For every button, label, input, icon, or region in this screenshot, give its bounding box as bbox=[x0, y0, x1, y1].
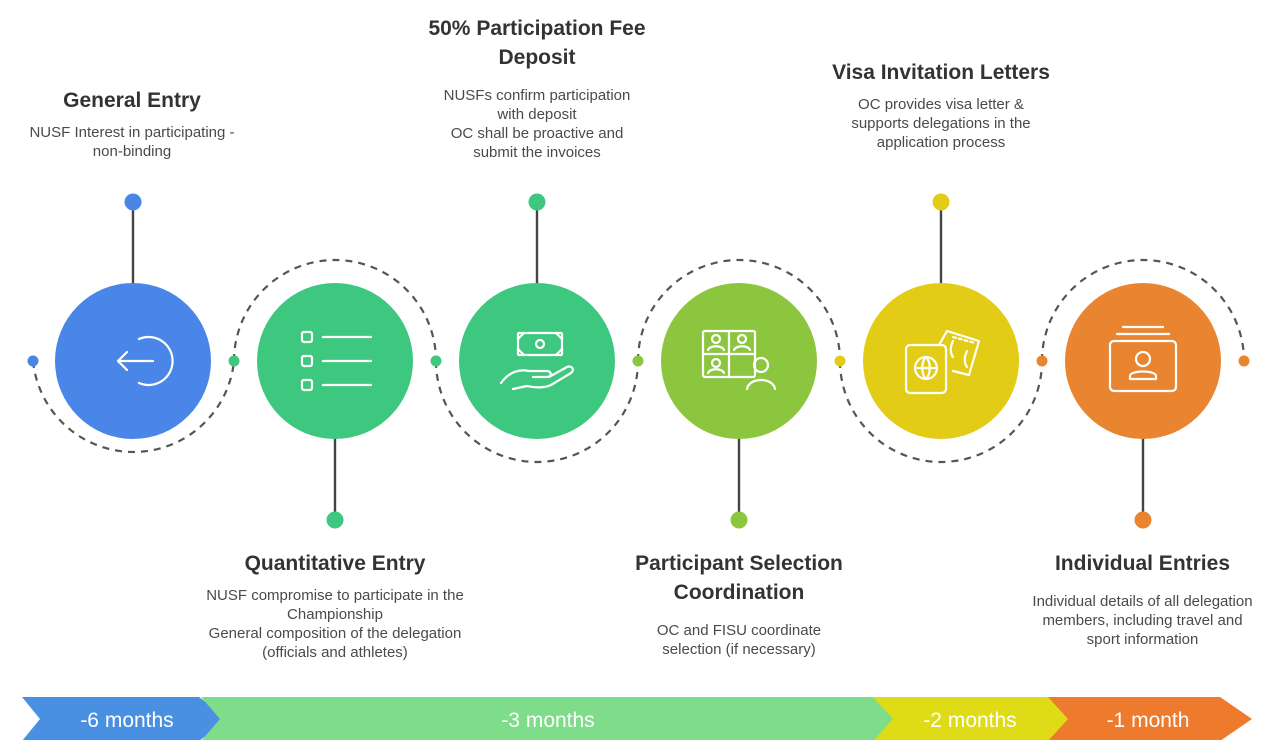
step-description: NUSF compromise to participate in the Ch… bbox=[170, 586, 500, 662]
connector-arc bbox=[838, 360, 1044, 464]
description-line: sport information bbox=[1086, 631, 1199, 648]
description-line: (officials and athletes) bbox=[262, 644, 408, 661]
description-line: OC provides visa letter & bbox=[858, 96, 1024, 113]
step-quantitative-entry: Quantitative Entry NUSF compromise to pa… bbox=[170, 549, 500, 662]
step-circle-visa-letters bbox=[863, 283, 1019, 439]
stem-dot bbox=[326, 511, 344, 529]
phase-label: -1 month bbox=[1107, 709, 1190, 732]
junction-dot bbox=[632, 355, 644, 367]
stem-dots bbox=[124, 193, 1152, 529]
step-general-entry: General Entry NUSF Interest in participa… bbox=[0, 86, 264, 161]
step-title: Visa Invitation Letters bbox=[832, 61, 1050, 84]
step-individual-entries: Individual Entries Individual details of… bbox=[1000, 549, 1285, 649]
connector-arcs bbox=[31, 258, 1246, 464]
step-description: OC provides visa letter & supports deleg… bbox=[801, 95, 1081, 152]
step-description: Individual details of all delegation mem… bbox=[1000, 592, 1285, 649]
step-description: NUSF Interest in participating - non-bin… bbox=[0, 123, 264, 161]
junction-dot bbox=[27, 355, 39, 367]
description-line: NUSFs confirm participation bbox=[443, 87, 631, 104]
phase-arrow bbox=[1048, 697, 1252, 740]
description-line: Championship bbox=[287, 606, 383, 623]
step-title: Individual Entries bbox=[1054, 552, 1231, 575]
description-line: Individual details of all delegation bbox=[1032, 593, 1253, 610]
phase-label: -6 months bbox=[80, 709, 173, 732]
description-line: OC and FISU coordinate bbox=[656, 622, 822, 639]
connector-arc bbox=[1040, 258, 1246, 362]
junction-dot bbox=[1238, 355, 1250, 367]
connector-arc bbox=[31, 360, 236, 454]
description-line: supports delegations in the bbox=[851, 115, 1031, 132]
description-line: members, including travel and bbox=[1042, 612, 1243, 629]
description-line: submit the invoices bbox=[473, 144, 601, 161]
stem-dot bbox=[124, 193, 142, 211]
step-description: OC and FISU coordinate selection (if nec… bbox=[594, 621, 884, 659]
description-line: with deposit bbox=[497, 106, 577, 123]
phase-arrow bbox=[201, 697, 902, 740]
junction-dot bbox=[1036, 355, 1048, 367]
step-title: Quantitative Entry bbox=[244, 552, 426, 575]
phase-arrow bbox=[873, 697, 1080, 740]
phase-bar: -6 months -3 months -2 months -1 month bbox=[22, 697, 1252, 740]
money-hand-icon bbox=[499, 331, 574, 391]
description-line: non-binding bbox=[92, 143, 172, 160]
stem-dot bbox=[528, 193, 546, 211]
step-title: General Entry bbox=[63, 89, 201, 112]
description-line: General composition of the delegation bbox=[208, 625, 462, 642]
passport-ticket-icon bbox=[904, 329, 981, 395]
junction-dot bbox=[228, 355, 240, 367]
title-line: Coordination bbox=[673, 581, 805, 604]
description-line: selection (if necessary) bbox=[662, 641, 816, 658]
video-call-participants-icon bbox=[701, 329, 777, 391]
id-card-icon bbox=[1108, 325, 1178, 393]
entry-arrow-icon bbox=[116, 335, 174, 387]
junction-dot bbox=[430, 355, 442, 367]
description-line: NUSF Interest in participating - bbox=[29, 124, 235, 141]
step-participant-selection: Participant Selection Coordination OC an… bbox=[594, 549, 884, 659]
step-title: 50% Participation Fee Deposit bbox=[397, 14, 677, 72]
step-circle-participant-selection bbox=[661, 283, 817, 439]
connector-arc bbox=[636, 258, 842, 362]
stem-dot bbox=[1134, 511, 1152, 529]
connector-arc bbox=[232, 258, 438, 362]
phase-label: -3 months bbox=[501, 709, 594, 732]
stem-dot bbox=[730, 511, 748, 529]
description-line: application process bbox=[876, 134, 1006, 151]
step-circle-individual-entries bbox=[1065, 283, 1221, 439]
description-line: NUSF compromise to participate in the bbox=[206, 587, 464, 604]
connector-arc bbox=[434, 360, 640, 464]
phase-label: -2 months bbox=[923, 709, 1016, 732]
junction-dot bbox=[834, 355, 846, 367]
description-line: OC shall be proactive and bbox=[450, 125, 624, 142]
stem-dot bbox=[932, 193, 950, 211]
stem-lines bbox=[131, 202, 1145, 520]
step-title: Participant Selection Coordination bbox=[594, 549, 884, 607]
step-fee-deposit: 50% Participation Fee Deposit NUSFs conf… bbox=[397, 14, 677, 162]
phase-arrow bbox=[22, 697, 228, 740]
title-line: Deposit bbox=[498, 46, 576, 69]
junction-dots bbox=[27, 355, 1250, 367]
step-description: NUSFs confirm participation with deposit… bbox=[397, 86, 677, 162]
step-circle-fee-deposit bbox=[459, 283, 615, 439]
title-line: 50% Participation Fee bbox=[428, 17, 646, 40]
title-line: Participant Selection bbox=[635, 552, 843, 575]
step-visa-letters: Visa Invitation Letters OC provides visa… bbox=[801, 58, 1081, 152]
checklist-icon bbox=[300, 330, 373, 392]
